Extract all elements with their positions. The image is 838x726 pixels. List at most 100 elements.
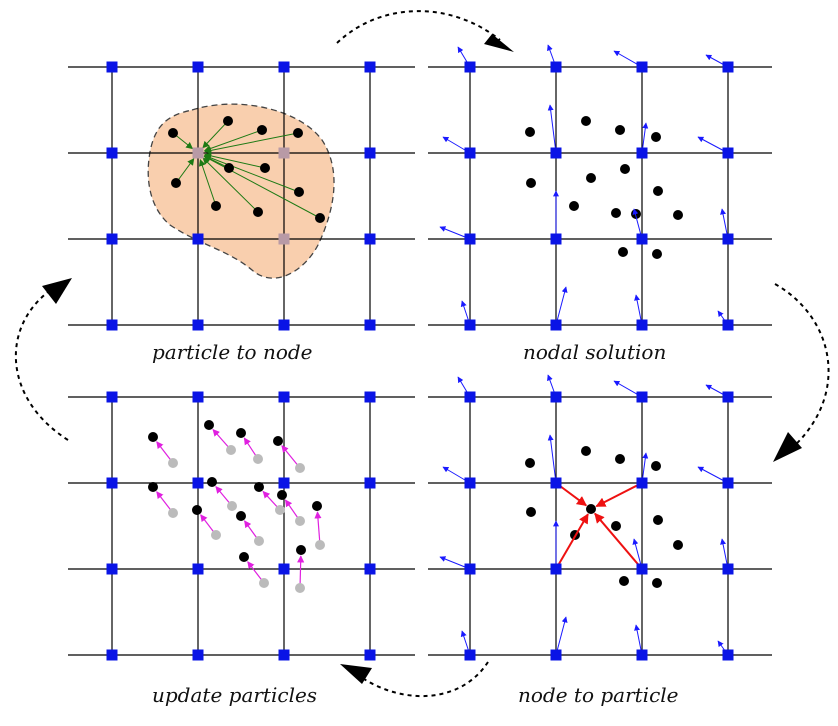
particle-old-position [259,578,269,588]
panel-update-particles [68,391,415,661]
particle [620,164,630,174]
particle-old-position [295,516,305,526]
particle [253,207,263,217]
grid-node [106,233,118,245]
gather-arrow [198,158,217,207]
grid-node [550,233,562,245]
grid-node [364,649,376,661]
grid-node [278,61,290,73]
grid-node [722,233,734,245]
grid-node [636,477,648,489]
grid-node [636,563,648,575]
cycle-arrow-bottom [357,661,489,698]
grid-node [278,477,290,489]
particle [615,454,625,464]
particle [611,521,621,531]
grid-node [364,477,376,489]
particle [569,201,579,211]
grid-node [722,61,734,73]
grid-node [106,147,118,159]
grid-node [464,391,476,403]
grid-node [192,391,204,403]
grid-node [278,649,290,661]
particle [586,173,596,183]
grid-node [636,233,648,245]
grid-node [364,233,376,245]
particle [651,461,661,471]
particle-old-position [227,501,237,511]
particle-new-position [148,482,158,492]
particle [619,576,629,586]
grid-node [192,319,204,331]
cycle-arrowhead-left [42,278,72,304]
grid-lines [68,66,415,326]
grid-node [550,649,562,661]
cycle-arrow-left [14,291,69,441]
particle [525,458,535,468]
grid-node [464,477,476,489]
grid-node [636,147,648,159]
particle [526,507,536,517]
cycle-arrowhead-right [773,432,802,462]
particle [211,201,221,211]
grid-node [278,147,290,159]
particle-old-position [295,583,305,593]
cycle-arrow-right [774,283,830,449]
particle [171,178,181,188]
particle [673,210,683,220]
gather-arrow [202,157,259,213]
particle [653,186,663,196]
particle [293,128,303,138]
cycle-arrowhead-top [484,34,514,52]
grid-node [550,477,562,489]
grid-node [278,391,290,403]
particle-new-position [204,420,214,430]
gather-arrow [204,132,299,154]
caption-nodal-solution: nodal solution [523,340,667,364]
particle-new-position [192,505,202,515]
particle [525,127,535,137]
particle [611,208,621,218]
grid-node [364,61,376,73]
grid-node [278,233,290,245]
grid-node [550,61,562,73]
particle-new-position [273,436,283,446]
velocity-arrow [555,286,568,326]
interpolation-arrow [555,513,589,570]
gather-arrow [203,129,263,152]
grid-node [722,477,734,489]
cycle-arrows [14,10,830,698]
particle-old-position [226,445,236,455]
particle [315,213,325,223]
gather-arrow [202,120,229,149]
gather-arrow [204,152,266,169]
particle-old-position [315,540,325,550]
cycle-arrowhead-bottom [340,664,372,684]
grid-node [106,391,118,403]
grid-lines [428,66,772,326]
particle [526,178,536,188]
particle-new-position [312,501,322,511]
grid-lines [428,396,772,656]
panel-particle-to-node [68,61,415,331]
grid-node [192,147,204,159]
grid-node [192,233,204,245]
grid-nodes [106,391,376,661]
particle [618,247,628,257]
particle [652,578,662,588]
grid-node [550,391,562,403]
particle-old-position [168,458,178,468]
gather-arrow [203,155,321,219]
grid-node [464,61,476,73]
grid-node [464,147,476,159]
particle-new-position [148,432,158,442]
grid-node [364,391,376,403]
grid-node [192,649,204,661]
particle-new-position [296,545,306,555]
grid-node [722,649,734,661]
grid-node [722,147,734,159]
particle-old-position [275,505,285,515]
particle [581,446,591,456]
